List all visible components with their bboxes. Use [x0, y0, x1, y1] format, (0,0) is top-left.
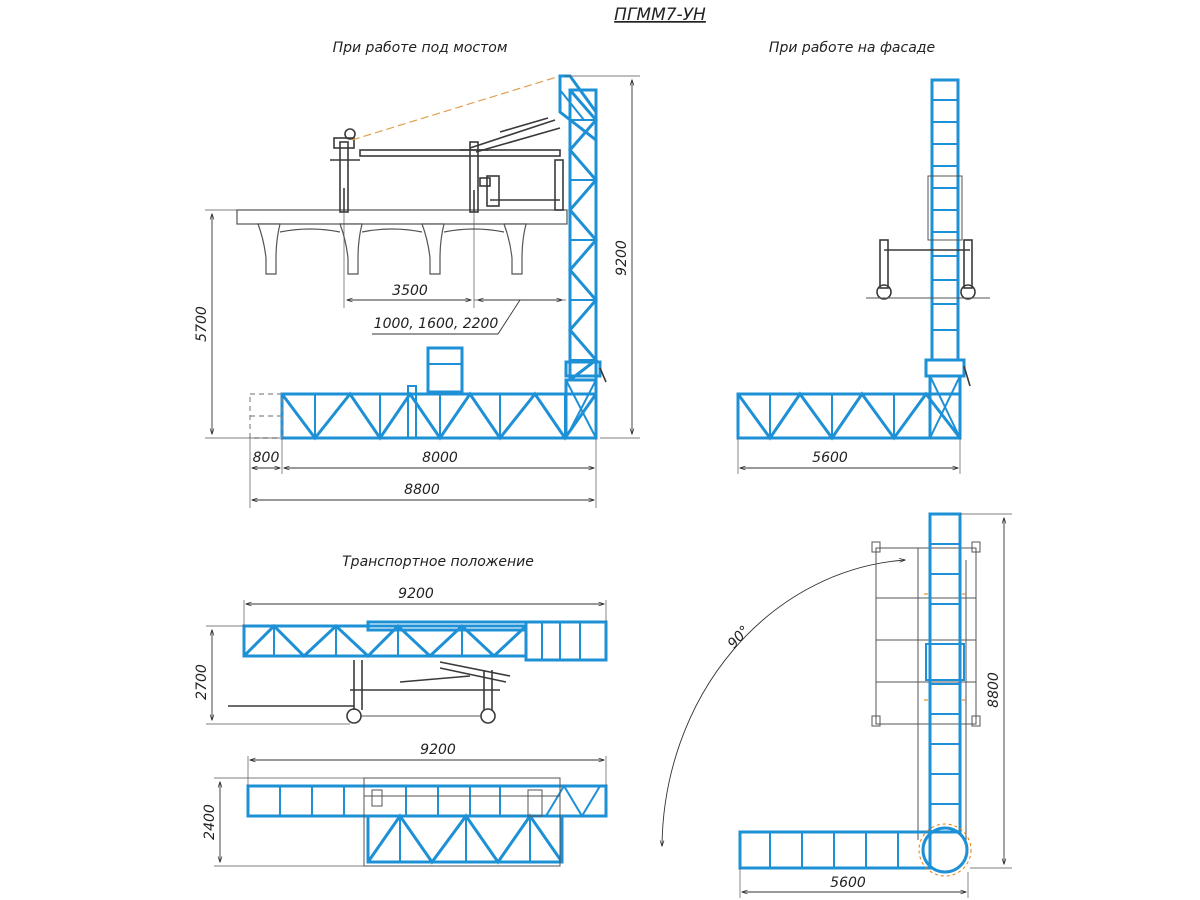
- dim-5600-top: 5600: [830, 875, 866, 891]
- view-rotation-plan: 90°: [662, 512, 1012, 898]
- view-under-bridge: При работе под мостом: [194, 40, 640, 508]
- dim-2700: 2700: [194, 664, 210, 700]
- dim-9200-transport-side: 9200: [398, 586, 434, 602]
- dimensions-facade: 5600: [737, 438, 961, 474]
- view-caption-transport: Транспортное положение: [342, 554, 534, 570]
- rotation-boom-plan: [738, 823, 972, 877]
- dimensions-rotation: 8800 5600: [739, 513, 1012, 898]
- facade-mast: [924, 78, 971, 387]
- dim-5600-facade: 5600: [812, 450, 848, 466]
- dimensions-transport-side: 9200 2700: [194, 586, 607, 725]
- facade-carriage: [866, 239, 990, 300]
- dimensions-transport-top: 9200 2400: [202, 742, 607, 867]
- dim-8800-horizontal: 8800: [404, 482, 440, 498]
- transport-side-view: [228, 620, 608, 724]
- dim-5700: 5700: [194, 306, 210, 342]
- dim-3500: 3500: [392, 283, 428, 299]
- deck-machine: [330, 117, 564, 213]
- horizontal-boom: [249, 378, 598, 441]
- rotation-frame: [871, 541, 981, 840]
- facade-boom: [736, 374, 962, 441]
- dim-800: 800: [253, 450, 280, 466]
- dim-offsets: 1000, 1600, 2200: [374, 316, 499, 332]
- dim-9200-transport-top: 9200: [420, 742, 456, 758]
- dim-9200-vertical: 9200: [614, 240, 630, 276]
- transport-top-view: [246, 777, 608, 867]
- guide-line: [351, 75, 561, 141]
- dimensions-under-bridge: 9200 5700 3500 1000, 1600, 2200 800 8: [194, 75, 640, 508]
- view-caption-under-bridge: При работе под мостом: [333, 40, 508, 56]
- rotation-mast-plan: [924, 512, 966, 834]
- view-facade: При работе на фасаде: [736, 40, 990, 474]
- work-basket: [426, 346, 464, 394]
- view-caption-facade: При работе на фасаде: [769, 40, 935, 56]
- dim-8800-vertical: 8800: [986, 672, 1002, 708]
- dim-8000: 8000: [422, 450, 458, 466]
- drawing-title: ПГММ7-УН: [614, 5, 706, 25]
- rotation-arc: [662, 560, 905, 846]
- vertical-mast: [558, 74, 607, 383]
- dim-angle: 90°: [725, 623, 754, 652]
- dim-2400: 2400: [202, 804, 218, 840]
- view-transport: Транспортное положение: [194, 554, 608, 867]
- bridge-deck: [236, 209, 568, 275]
